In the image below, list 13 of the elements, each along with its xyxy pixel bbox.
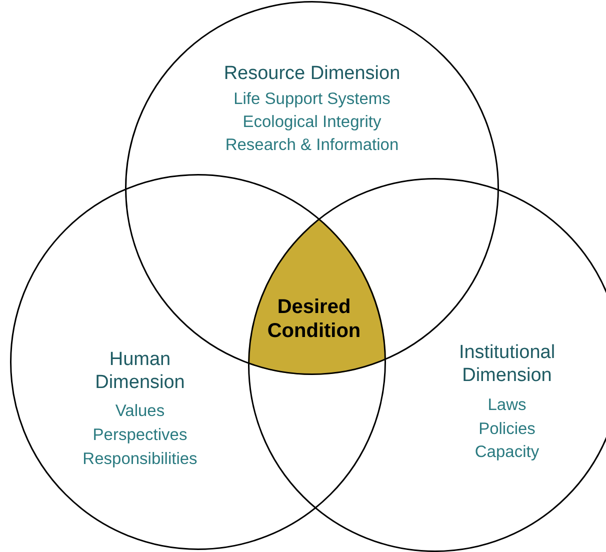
dimension-item: Policies [478,420,536,440]
dimension-item: Laws [486,396,528,416]
dimension-item: Values [114,402,166,422]
center-label: Desired Condition [266,295,362,343]
dimension-heading: Resource Dimension [222,63,402,86]
dimension-item: Perspectives [92,426,188,446]
dimension-item: Capacity [474,443,540,463]
dimension-item: Responsibilities [82,450,198,470]
dimension-item: Life Support Systems [232,90,392,110]
dimension-heading: Institutional Dimension [458,342,556,388]
dimension-item: Research & Information [224,136,400,156]
dimension-heading: Human Dimension [94,349,186,395]
dimension-item: Ecological Integrity [242,113,382,133]
